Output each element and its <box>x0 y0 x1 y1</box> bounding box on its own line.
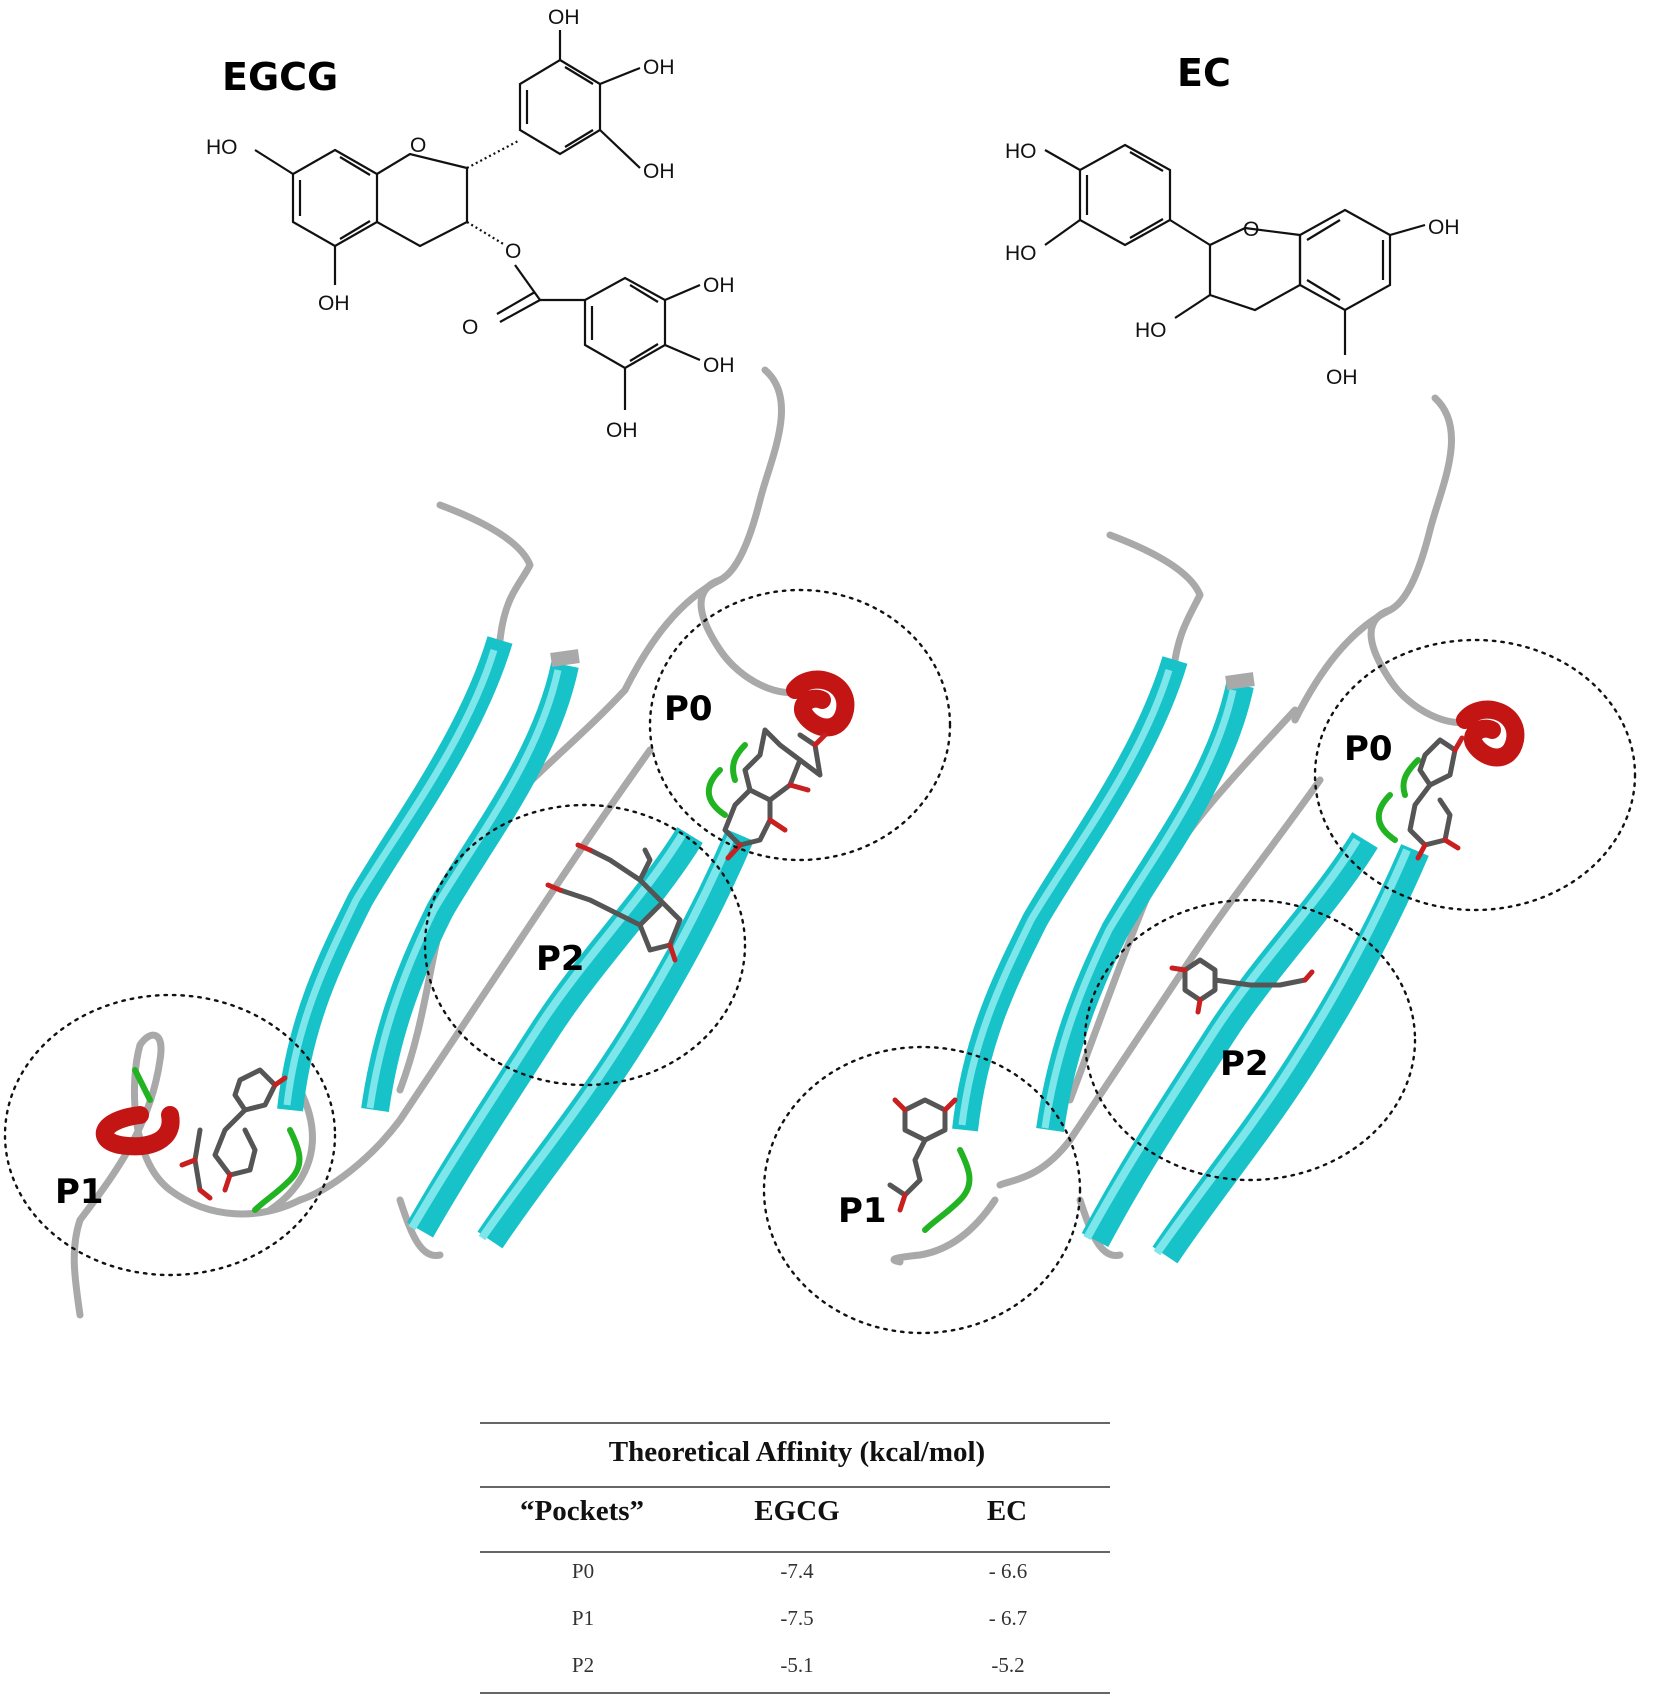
egcg-protein-panel: P0 P2 P1 <box>3 366 952 1319</box>
egcg-ligand-p2 <box>545 842 683 963</box>
ec-strand-3 <box>1081 832 1378 1248</box>
table-title: Theoretical Affinity (kcal/mol) <box>609 1436 985 1468</box>
table-cell: P1 <box>572 1606 594 1630</box>
ec-ho-3: HO <box>1135 319 1167 342</box>
egcg-oh-b1: OH <box>548 6 580 29</box>
ec-strand-2 <box>1036 682 1254 1132</box>
egcg-strand-3 <box>406 827 703 1238</box>
ec-ho-1: HO <box>1005 140 1037 163</box>
ec-ring-oxygen: O <box>1243 218 1259 241</box>
table-cell: - 6.7 <box>989 1606 1028 1630</box>
table-cell: - 6.6 <box>989 1559 1028 1583</box>
egcg-pocket-p1-outline <box>3 993 337 1277</box>
ec-turn-bottom <box>922 1147 973 1233</box>
egcg-pocket-p0-outline <box>648 588 952 862</box>
egcg-ring-a <box>291 148 379 248</box>
ec-pocket-p0-outline <box>1313 638 1637 912</box>
egcg-oh-5: OH <box>318 292 350 315</box>
table-header-egcg: EGCG <box>754 1495 839 1527</box>
egcg-ring-d <box>583 276 667 370</box>
egcg-turn-top <box>705 742 748 818</box>
table-header-ec: EC <box>987 1495 1027 1527</box>
ec-strand-4 <box>1152 844 1429 1264</box>
egcg-oh-d2: OH <box>703 354 735 377</box>
ec-coil-top <box>1367 394 1479 727</box>
egcg-helix-top <box>786 670 855 737</box>
egcg-strand-2 <box>361 662 579 1112</box>
egcg-ho-7: HO <box>206 136 238 159</box>
ec-pocket-p2-outline <box>1083 898 1417 1182</box>
ec-structure: EC HO HO O HO OH OH <box>1005 51 1460 389</box>
ec-coil-nterm <box>1106 531 1204 664</box>
egcg-oh-d1: OH <box>703 274 735 297</box>
ec-title: EC <box>1177 51 1231 95</box>
egcg-pocket-p2-label: P2 <box>536 939 585 979</box>
ec-ligand-p0 <box>1407 735 1465 861</box>
table-cell: -5.2 <box>991 1653 1024 1677</box>
ec-ligand-p2 <box>1169 957 1315 1015</box>
table-cell: -7.4 <box>780 1559 814 1583</box>
egcg-pocket-p1-label: P1 <box>55 1172 104 1212</box>
table-cell: -7.5 <box>780 1606 813 1630</box>
ec-pocket-p1-outline <box>762 1045 1082 1335</box>
egcg-ligand-p0 <box>722 727 828 861</box>
ec-protein-panel: P0 P2 P1 <box>762 394 1637 1335</box>
table-cell: P2 <box>572 1653 594 1677</box>
affinity-table: Theoretical Affinity (kcal/mol) “Pockets… <box>480 1422 1110 1694</box>
egcg-structure: EGCG O HO OH OH OH OH O O <box>206 6 735 442</box>
egcg-oh-b3: OH <box>643 160 675 183</box>
ec-turn-top <box>1375 757 1421 843</box>
ec-pocket-p1-label: P1 <box>838 1191 887 1231</box>
egcg-ring-b <box>518 58 602 156</box>
egcg-pocket-p2-outline <box>423 803 747 1087</box>
egcg-coil-cterm <box>70 1031 304 1319</box>
ec-ligand-p1 <box>887 1097 958 1213</box>
egcg-pocket-p0-label: P0 <box>664 689 713 729</box>
ec-pocket-p0-label: P0 <box>1344 729 1393 769</box>
ec-oh-7: OH <box>1428 216 1460 239</box>
egcg-strand-4 <box>477 829 754 1249</box>
egcg-coil-loop <box>396 686 629 1094</box>
ec-helix-top <box>1456 700 1525 767</box>
ec-ho-2: HO <box>1005 242 1037 265</box>
table-cell: -5.1 <box>780 1653 813 1677</box>
table-cell: P0 <box>572 1559 594 1583</box>
egcg-turn-bottom <box>252 1127 303 1213</box>
egcg-coil-top <box>697 366 809 697</box>
egcg-oh-d3: OH <box>606 419 638 442</box>
ec-oh-5: OH <box>1326 366 1358 389</box>
ec-pocket-p2-label: P2 <box>1220 1044 1269 1084</box>
egcg-oh-b2: OH <box>643 56 675 79</box>
egcg-title: EGCG <box>222 55 338 99</box>
ec-ring-a <box>1298 208 1392 312</box>
egcg-ring-oxygen: O <box>410 134 426 157</box>
ec-coil-cterm <box>890 1196 999 1266</box>
egcg-coil-nterm <box>436 501 534 644</box>
ec-coil-loop <box>1066 706 1299 1104</box>
table-header-pockets: “Pockets” <box>520 1495 644 1527</box>
egcg-helix-left <box>95 1106 180 1156</box>
egcg-ligand-p1 <box>179 1067 288 1201</box>
egcg-ester-oxygen: O <box>505 240 521 263</box>
ec-ring-b <box>1078 143 1172 247</box>
egcg-carbonyl-oxygen: O <box>462 316 478 339</box>
